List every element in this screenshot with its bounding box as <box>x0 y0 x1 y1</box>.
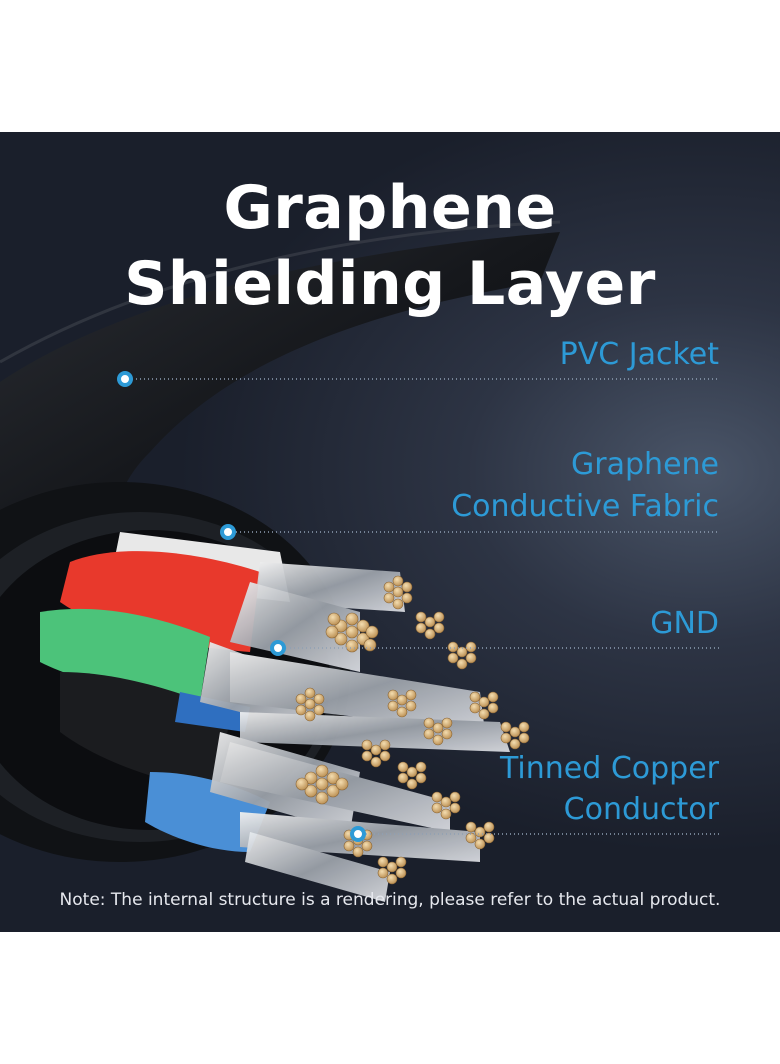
callout-dot-graphene <box>220 524 236 540</box>
callout-leaders <box>132 378 719 835</box>
callout-dots <box>117 371 366 842</box>
label-pvc-jacket: PVC Jacket <box>559 337 719 372</box>
cable-jacket <box>0 232 560 562</box>
callout-dot-gnd <box>270 640 286 656</box>
copper-conductor-ends <box>295 575 530 885</box>
headline-line-2: Shielding Layer <box>124 249 656 319</box>
label-tinned-line-2: Conductor <box>563 792 719 827</box>
cable-cross-section-illustration <box>0 220 719 902</box>
product-image-panel: Graphene Shielding Layer PVC Jacket Grap… <box>0 132 780 932</box>
wire-red-insulation <box>60 551 260 652</box>
disclaimer-note: Note: The internal structure is a render… <box>59 890 721 910</box>
headline-line-1: Graphene <box>223 173 557 243</box>
label-graphene-line-2: Conductive Fabric <box>451 489 719 524</box>
headline: Graphene Shielding Layer <box>0 170 780 322</box>
label-graphene-line-1: Graphene <box>571 447 719 482</box>
label-gnd: GND <box>650 606 719 641</box>
callout-dot-pvc <box>117 371 133 387</box>
callout-dot-tinned <box>350 826 366 842</box>
label-tinned-line-1: Tinned Copper <box>500 751 719 786</box>
